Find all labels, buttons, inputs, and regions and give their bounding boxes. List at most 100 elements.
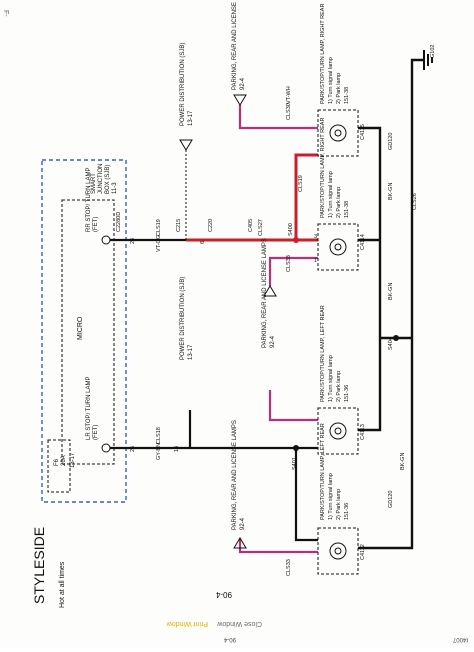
connector-label-10: S401 <box>292 457 298 470</box>
connector-label-9: S404 <box>388 337 394 350</box>
lamp-title-1: PARK/STOP/TURN LAMP, RIGHT REAR <box>320 118 326 218</box>
connector-label-11: G102 <box>430 45 436 58</box>
lamp-title-0: PARK/STOP/TURN LAMP, RIGHT REAR <box>320 4 326 104</box>
wire-label-w7: CLS26 <box>412 193 418 210</box>
fuse-amps: 20A <box>61 455 67 466</box>
power-dist-label-mid: POWER DISTRIBUTION (SJB) <box>180 277 186 360</box>
pin-label-1: 25 <box>130 446 136 452</box>
connector-label-7: C4115 <box>360 124 366 140</box>
wire-black-lower <box>110 446 318 542</box>
connector-label-2: C405 <box>248 219 254 232</box>
connector-label-8: S400 <box>288 223 294 236</box>
relay-rr-symbol <box>101 235 111 245</box>
fuse-ref: 13-17 <box>70 452 76 468</box>
wire-label-w5: CLS33 <box>286 255 292 272</box>
wire-violet-mid <box>268 256 318 286</box>
connector-label-6: C4114 <box>360 234 366 250</box>
wire-label-w4-low: GD120 <box>388 491 394 508</box>
lamp-item2-3: 2) Park lamp <box>336 489 342 520</box>
wire-ground-bus <box>358 58 424 550</box>
wire-label-w1-vert: CLS19 <box>298 175 304 192</box>
wire-label-w1c: VT-OG <box>156 235 162 252</box>
parking-label-top: PARKING, REAR AND LICENSE LAMPS <box>232 0 238 90</box>
lamp-title-2: PARK/STOP/TURN LAMP, LEFT REAR <box>320 305 326 402</box>
parking-arrow-mid <box>263 285 277 297</box>
connector-label-0: C2280D <box>116 212 122 232</box>
wire-violet-low <box>268 390 318 422</box>
wire-label-w2c: GY-BN <box>156 443 162 460</box>
lamp-ref-3: 151-36 <box>344 503 350 520</box>
lamp-item2-1: 2) Park lamp <box>336 187 342 218</box>
sjb-label-2: JUNCTION <box>98 164 104 194</box>
sjb-box <box>41 159 127 503</box>
footer-page-number: 90-4 <box>215 590 232 599</box>
pin-label-2: 13 <box>174 446 180 452</box>
connector-label-1: C215 <box>176 219 182 232</box>
sjb-label-1: SMART <box>91 173 97 194</box>
wire-violet-bottom <box>238 538 318 554</box>
wire-label-w3c: VT-WH <box>286 86 292 104</box>
relay-lr-symbol <box>101 443 111 453</box>
connector-label-4: C4112 <box>360 544 366 560</box>
wire-label-w4-top: GD120 <box>388 133 394 150</box>
pin-label-0: 26 <box>130 238 136 244</box>
lamp-ref-0: 151-38 <box>344 87 350 104</box>
wire-violet-top <box>238 105 318 130</box>
splice-s401 <box>293 445 299 451</box>
relay-lr-tag: (FET) <box>93 425 99 440</box>
micro-label: MICRO <box>77 316 84 340</box>
ground-g102-symbol <box>423 50 433 70</box>
hot-at-all-times-label: Hot at all times <box>59 561 66 608</box>
parking-ref-bottom: 92-4 <box>240 517 246 530</box>
wire-label-w6: CLS27 <box>258 219 264 236</box>
close-window-link[interactable]: Close Window <box>216 620 262 627</box>
sjb-label-3: BOX (SJB) <box>105 165 111 194</box>
corner-code: F- <box>2 10 9 17</box>
lamp-right-rear-top: PARK/STOP/TURN LAMP, RIGHT REAR 1) Turn … <box>317 4 359 157</box>
power-dist-ref-mid: 13-17 <box>188 344 194 360</box>
relay-rr-name: RR STOP/ TURN LAMP <box>86 168 92 232</box>
parking-label-mid: PARKING, REAR AND LICENSE LAMPS <box>262 238 268 348</box>
lamp-title-3: PARK/STOP/TURN LAMP, LEFT REAR <box>320 423 326 520</box>
wire-label-w4c-mid: BK-GN <box>388 283 394 300</box>
connector-label-3: C220 <box>208 219 214 232</box>
footer-code: 90-4 <box>223 636 236 642</box>
lamp-item1-1: 1) Turn signal lamp <box>328 171 334 218</box>
lamp-ref-1: 151-38 <box>344 201 350 218</box>
power-dist-arrow-top <box>179 139 193 151</box>
lamp-item1-2: 1) Turn signal lamp <box>328 355 334 402</box>
parking-ref-mid: 92-4 <box>270 335 276 348</box>
side-title: STYLESIDE <box>31 527 47 604</box>
pin-label-5: 1 <box>314 258 317 264</box>
lamp-right-rear-mid: PARK/STOP/TURN LAMP, RIGHT REAR 1) Turn … <box>317 118 359 271</box>
parking-ref-top: 92-4 <box>240 77 246 90</box>
lamp-left-rear-mid: PARK/STOP/TURN LAMP, LEFT REAR 1) Turn s… <box>317 305 359 455</box>
parking-arrow-bottom <box>233 537 247 549</box>
connector-label-5: C4113 <box>360 424 366 440</box>
relay-lr-name: LR STOP/ TURN LAMP <box>86 377 92 440</box>
sjb-label-4: 11-3 <box>112 182 118 194</box>
wire-label-w1: CLS19 <box>156 219 162 236</box>
wire-red-up <box>294 153 318 240</box>
power-dist-ref-top: 13-17 <box>188 110 194 126</box>
lamp-left-rear-bottom: PARK/STOP/TURN LAMP, LEFT REAR 1) Turn s… <box>317 423 359 575</box>
wire-label-w4c-top: BK-GN <box>388 183 394 200</box>
splice-s400 <box>293 237 299 243</box>
print-window-link[interactable]: Print Window <box>166 620 208 627</box>
lamp-ref-2: 151-36 <box>344 385 350 402</box>
parking-arrow-top <box>233 94 247 106</box>
wire-label-w4c-low: BK-GN <box>400 453 406 470</box>
footer-id: t4007 <box>452 636 468 642</box>
lamp-item1-0: 1) Turn signal lamp <box>328 57 334 104</box>
wire-label-w3: CLS30 <box>286 103 292 120</box>
relay-rr-tag: (FET) <box>93 217 99 232</box>
fuse-id: F6 <box>54 458 60 466</box>
lamp-item2-2: 2) Park lamp <box>336 371 342 402</box>
fuse-box <box>47 439 71 493</box>
wire-label-w5-bottom: CLS33 <box>286 559 292 576</box>
wire-label-w2: CLS18 <box>156 427 162 444</box>
parking-label-bottom: PARKING, REAR AND LICENSE LAMPS <box>232 420 238 530</box>
micro-box <box>61 199 115 465</box>
